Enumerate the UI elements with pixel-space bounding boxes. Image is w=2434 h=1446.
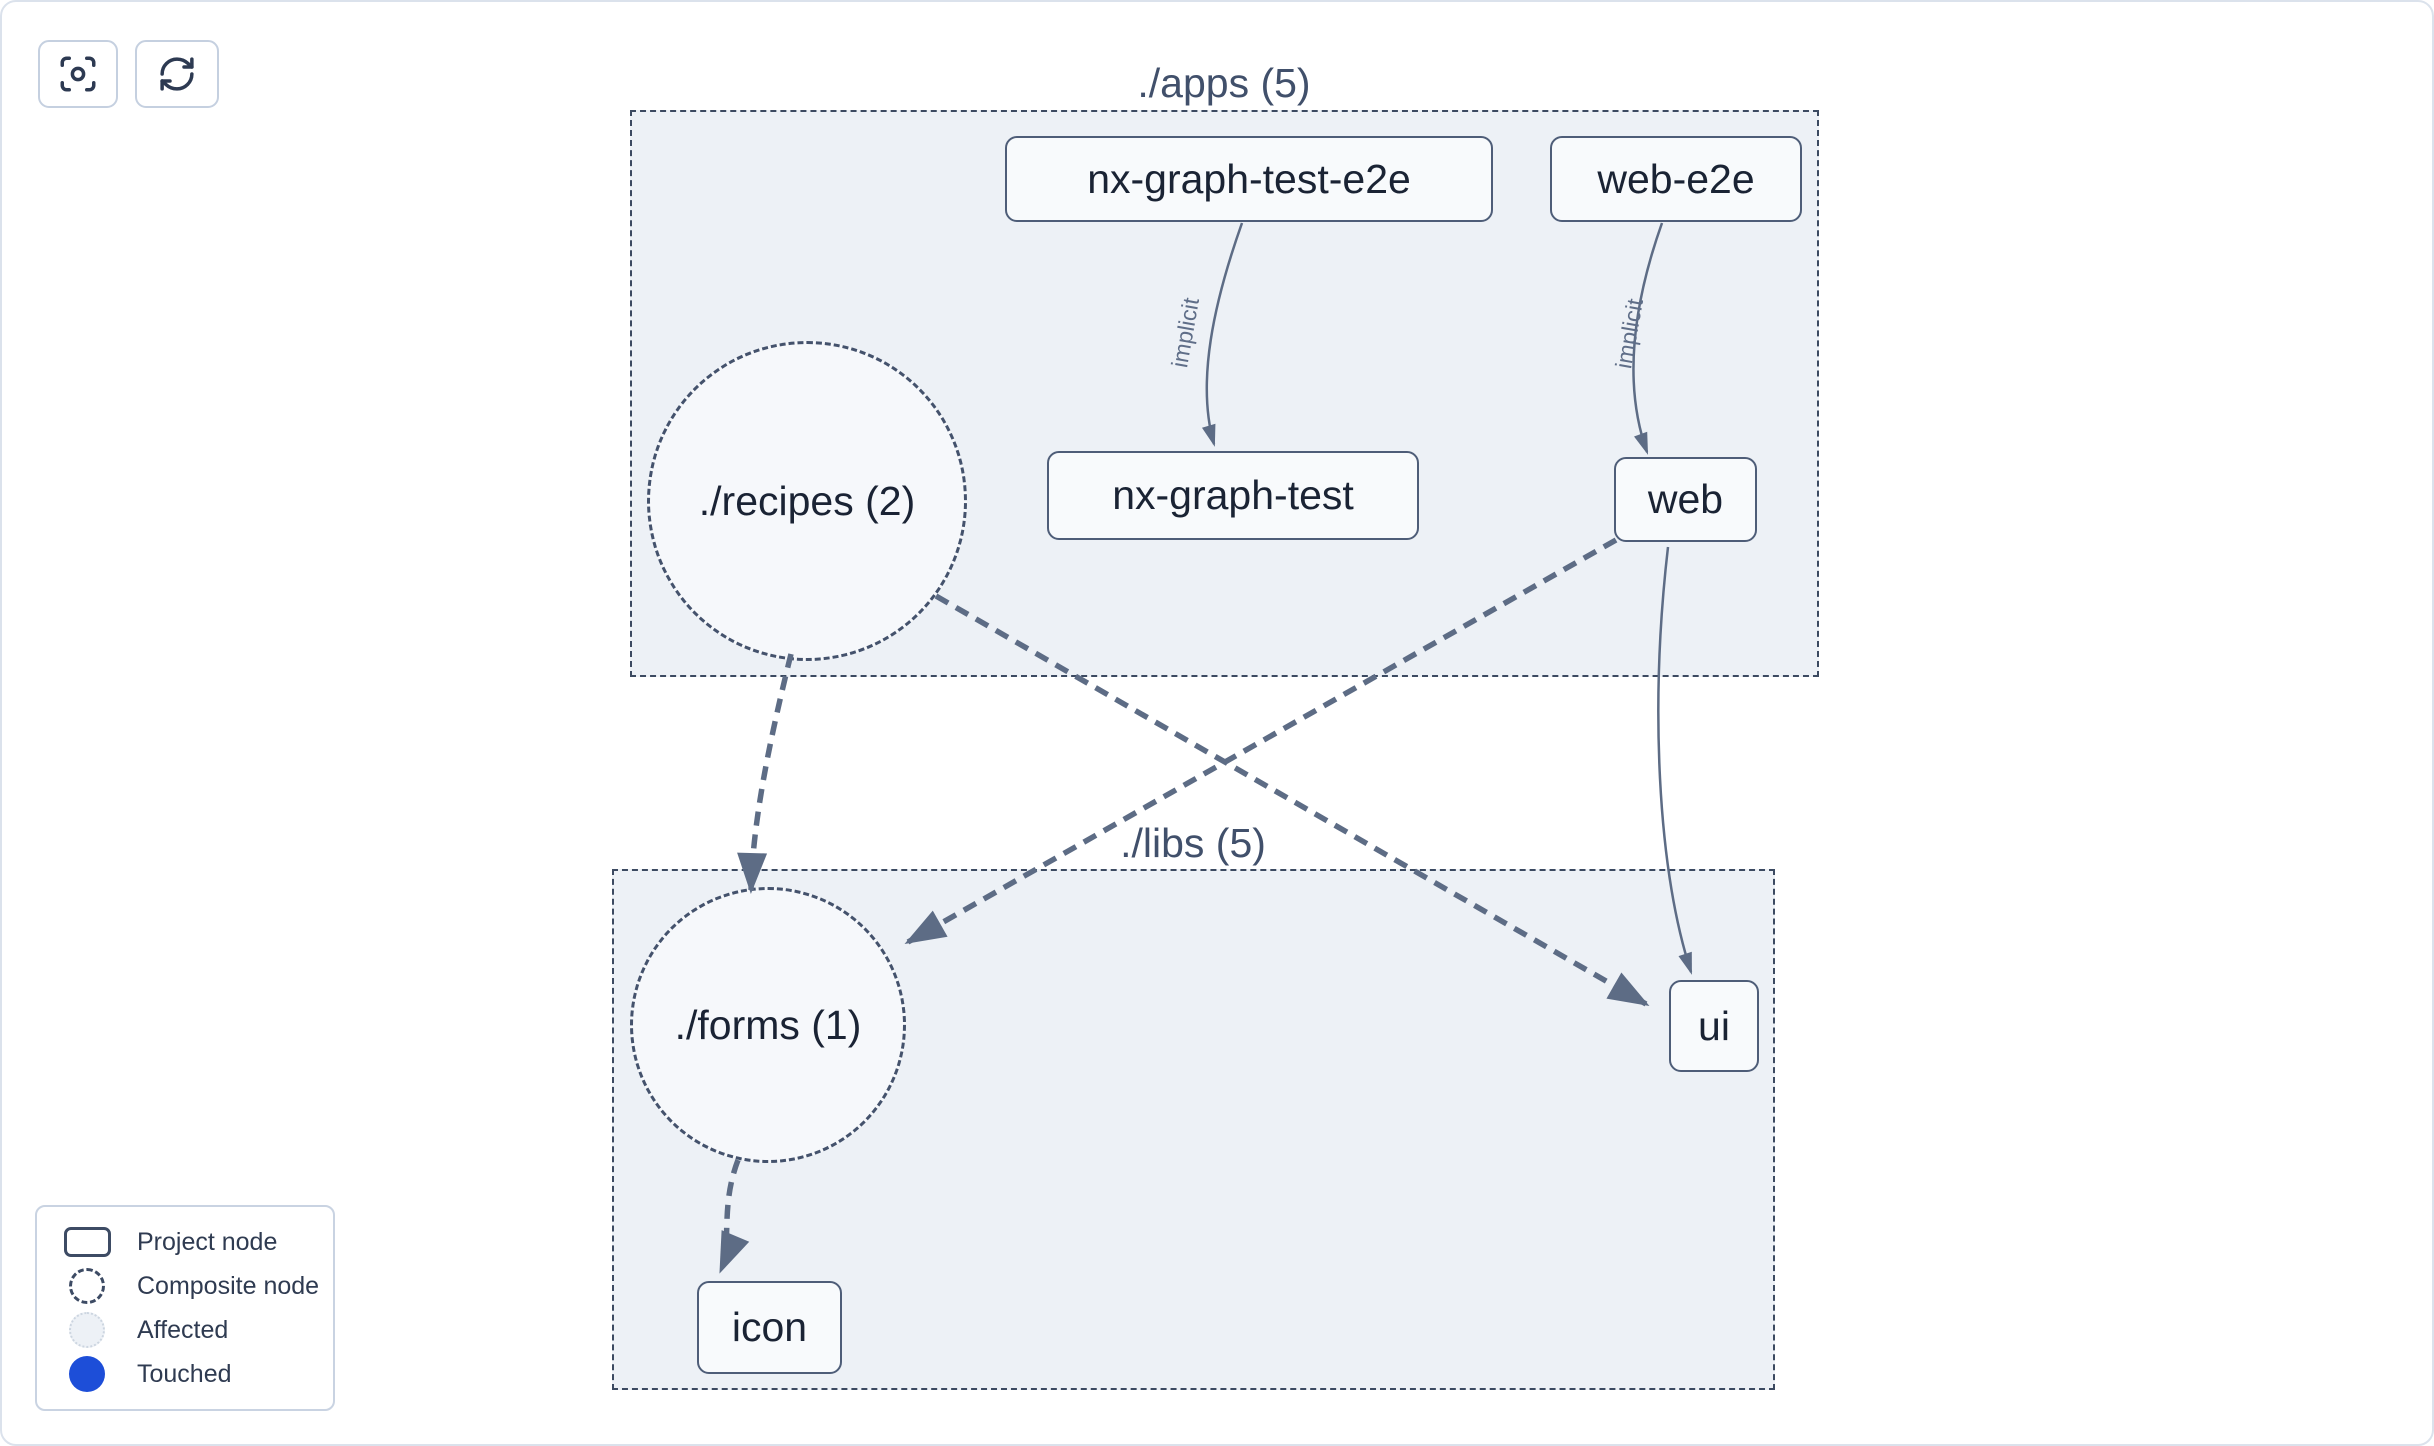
project-node-web-label: web: [1647, 476, 1724, 522]
refresh-icon: [160, 57, 194, 91]
focus-graph-button[interactable]: [38, 40, 118, 108]
composite-node-recipes-label: ./recipes (2): [698, 477, 916, 524]
group-libs-title: ./libs (5): [1120, 820, 1266, 866]
project-node-nx-graph-test-label: nx-graph-test: [1112, 472, 1354, 518]
composite-node-forms[interactable]: ./forms (1): [630, 887, 906, 1163]
project-node-web[interactable]: web: [1614, 457, 1757, 542]
refresh-graph-button[interactable]: [135, 40, 219, 108]
affected-swatch-icon: [69, 1312, 105, 1348]
legend: Project node Composite node Affected Tou…: [35, 1205, 335, 1411]
legend-item-project-node: Project node: [37, 1220, 323, 1264]
project-node-icon[interactable]: icon: [697, 1281, 842, 1374]
project-node-ui[interactable]: ui: [1669, 980, 1759, 1072]
legend-label: Composite node: [137, 1271, 320, 1300]
composite-node-swatch-icon: [69, 1268, 105, 1304]
edge-recipes-to-forms: [737, 653, 794, 894]
project-node-web-e2e[interactable]: web-e2e: [1550, 136, 1802, 222]
legend-item-affected: Affected: [37, 1308, 323, 1352]
legend-item-touched: Touched: [37, 1352, 323, 1396]
project-node-web-e2e-label: web-e2e: [1597, 155, 1755, 202]
project-node-swatch-icon: [63, 1227, 111, 1257]
touched-swatch-icon: [69, 1356, 105, 1392]
legend-label: Affected: [137, 1315, 229, 1344]
project-node-nx-graph-test[interactable]: nx-graph-test: [1047, 451, 1419, 540]
project-node-nx-graph-test-e2e[interactable]: nx-graph-test-e2e: [1005, 136, 1493, 222]
focus-icon: [60, 56, 96, 92]
project-node-icon-label: icon: [731, 1304, 808, 1350]
legend-label: Touched: [137, 1359, 232, 1388]
project-node-ui-label: ui: [1698, 1002, 1730, 1049]
group-apps-title: ./apps (5): [1137, 60, 1311, 106]
legend-label: Project node: [137, 1227, 278, 1256]
project-node-nx-graph-test-e2e-label: nx-graph-test-e2e: [1087, 155, 1411, 202]
legend-item-composite-node: Composite node: [37, 1264, 323, 1308]
composite-node-forms-label: ./forms (1): [674, 1001, 862, 1048]
composite-node-recipes[interactable]: ./recipes (2): [647, 341, 967, 661]
